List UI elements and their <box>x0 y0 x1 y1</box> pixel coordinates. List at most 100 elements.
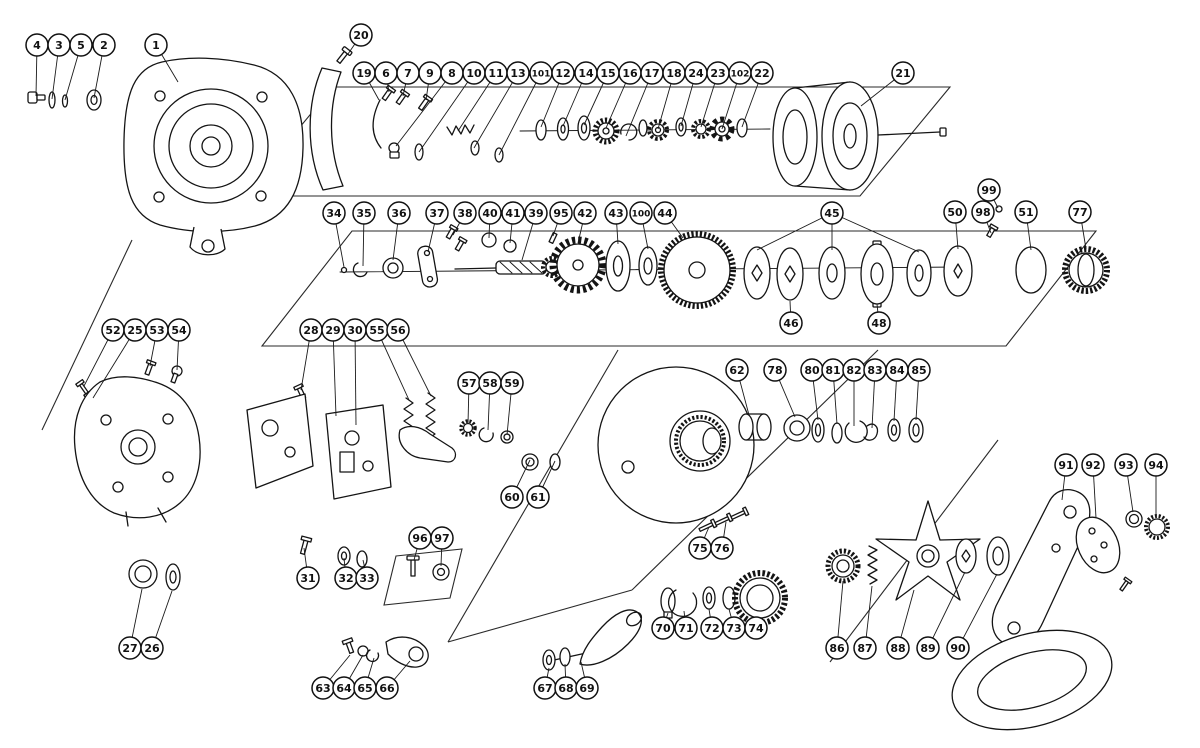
part-callout-52: 52 <box>101 318 125 342</box>
callout-number: 28 <box>303 324 318 337</box>
callout-number: 24 <box>688 67 704 80</box>
callout-circle <box>971 200 995 224</box>
part-callout-1: 1 <box>144 33 168 57</box>
callout-number: 13 <box>510 67 525 80</box>
callout-circle <box>853 636 877 660</box>
part-callout-86: 86 <box>825 636 849 660</box>
part-callout-5: 5 <box>69 33 93 57</box>
callout-circle <box>867 311 891 335</box>
callout-number: 14 <box>578 67 594 80</box>
part-callout-102: 102 <box>728 61 752 85</box>
callout-number: 19 <box>356 67 371 80</box>
callout-circle <box>349 23 373 47</box>
callout-number: 69 <box>579 682 594 695</box>
part-callout-55: 55 <box>365 318 389 342</box>
callout-number: 60 <box>504 491 520 504</box>
part-callout-100: 100 <box>629 201 653 225</box>
callout-circle <box>651 616 675 640</box>
part-callout-2: 2 <box>92 33 116 57</box>
callout-number: 30 <box>347 324 363 337</box>
callout-circle <box>167 318 191 342</box>
callout-circle <box>322 201 346 225</box>
callout-number: 76 <box>714 542 730 555</box>
callout-number: 73 <box>726 622 741 635</box>
callout-number: 26 <box>144 642 160 655</box>
part-callout-50: 50 <box>943 200 967 224</box>
callout-circle <box>500 485 524 509</box>
part-callout-78: 78 <box>763 358 787 382</box>
callout-number: 44 <box>657 207 673 220</box>
part-callout-20: 20 <box>349 23 373 47</box>
callout-number: 64 <box>336 682 352 695</box>
part-callout-91: 91 <box>1054 453 1078 477</box>
leader-line-29 <box>332 329 337 417</box>
callout-circle <box>296 566 320 590</box>
callout-number: 31 <box>300 572 315 585</box>
part-callout-69: 69 <box>575 676 599 700</box>
part-callout-13: 13 <box>506 61 530 85</box>
brake-plate-drawing <box>73 359 201 527</box>
part-callout-39: 39 <box>524 201 548 225</box>
callout-circle <box>750 61 774 85</box>
callout-number: 39 <box>528 207 543 220</box>
callout-number: 1 <box>152 39 160 52</box>
callout-number: 95 <box>553 207 568 220</box>
small-fasteners-drawing <box>299 535 450 581</box>
callout-number: 61 <box>530 491 545 504</box>
callout-number: 29 <box>325 324 340 337</box>
screw-20-drawing <box>336 46 353 64</box>
part-callout-98: 98 <box>971 200 995 224</box>
part-callout-66: 66 <box>375 676 399 700</box>
callout-circle <box>387 201 411 225</box>
callout-number: 34 <box>326 207 342 220</box>
part-callout-22: 22 <box>750 61 774 85</box>
callout-circle <box>710 536 734 560</box>
callout-number: 52 <box>105 324 120 337</box>
part-callout-88: 88 <box>886 636 910 660</box>
callout-circle <box>916 636 940 660</box>
part-callout-99: 99 <box>977 178 1001 202</box>
side-cover-drawing <box>597 366 755 524</box>
callout-number: 86 <box>829 642 845 655</box>
part-callout-64: 64 <box>332 676 356 700</box>
callout-number: 72 <box>704 622 719 635</box>
leader-line-90 <box>957 573 998 649</box>
part-callout-25: 25 <box>123 318 147 342</box>
callout-circle <box>886 636 910 660</box>
callout-number: 58 <box>482 377 497 390</box>
callout-circle <box>946 636 970 660</box>
part-callout-87: 87 <box>853 636 877 660</box>
callout-number: 67 <box>537 682 552 695</box>
callout-circle <box>629 201 653 225</box>
callout-circle <box>375 676 399 700</box>
leader-line-13 <box>473 72 519 149</box>
callout-number: 71 <box>678 622 693 635</box>
part-callout-62: 62 <box>725 358 749 382</box>
part-callout-71: 71 <box>674 616 698 640</box>
callout-circle <box>763 358 787 382</box>
callout-number: 70 <box>655 622 671 635</box>
callout-circle <box>526 485 550 509</box>
callout-number: 83 <box>867 364 882 377</box>
callout-circle <box>604 201 628 225</box>
part-callout-31: 31 <box>296 566 320 590</box>
part-callout-14: 14 <box>574 61 598 85</box>
callout-number: 48 <box>871 317 886 330</box>
callout-number: 66 <box>379 682 395 695</box>
leader-line-10 <box>418 72 475 153</box>
callout-circle <box>1081 453 1105 477</box>
callout-circle <box>549 201 573 225</box>
spool-drawing <box>772 81 947 191</box>
callout-number: 75 <box>692 542 707 555</box>
callout-circle <box>977 178 1001 202</box>
callout-circle <box>1144 453 1168 477</box>
part-callout-10: 10 <box>462 61 486 85</box>
part-callout-12: 12 <box>551 61 575 85</box>
part-callout-80: 80 <box>800 358 824 382</box>
part-callout-54: 54 <box>167 318 191 342</box>
callout-number: 4 <box>33 39 41 52</box>
part-callout-67: 67 <box>533 676 557 700</box>
callout-number: 12 <box>555 67 570 80</box>
